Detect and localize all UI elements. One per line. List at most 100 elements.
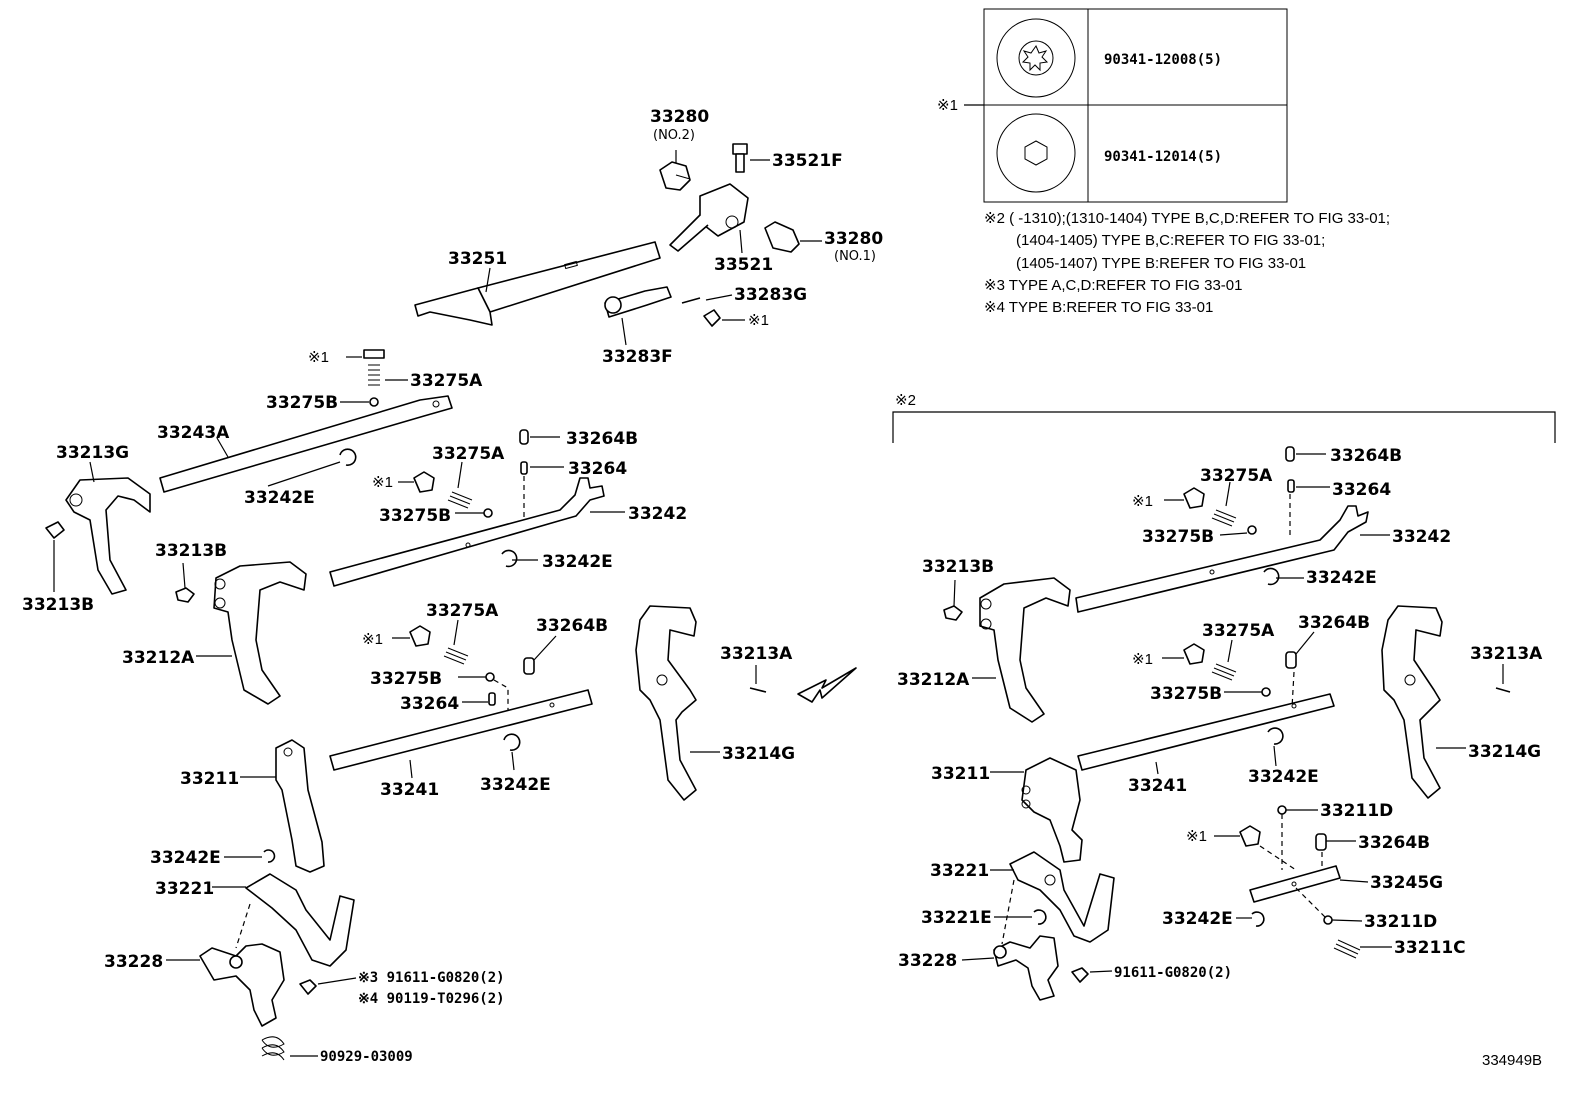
shaft-33242 xyxy=(329,477,625,587)
label-33521f: 33521F xyxy=(772,151,843,171)
r-label-33275a-2: 33275A xyxy=(1202,621,1275,641)
r-ref1-bolt-b xyxy=(1162,643,1205,665)
bolt-reference-table: 90341-12008(5) 90341-12014(5) ※1 xyxy=(937,8,1288,203)
r-label-33213a: 33213A xyxy=(1470,644,1543,664)
r-label-33275b-1: 33275B xyxy=(1142,527,1214,547)
label-33521: 33521 xyxy=(714,255,773,275)
r-label-33221e: 33221E xyxy=(921,908,992,928)
label-33264b-2: 33264B xyxy=(536,616,608,636)
label-note3-part: ※3 91611-G0820(2) xyxy=(358,970,505,986)
label-33212a: 33212A xyxy=(122,648,195,668)
r-label-33211d-1: 33211D xyxy=(1320,801,1393,821)
r-label-33221: 33221 xyxy=(930,861,989,881)
lever-33221 xyxy=(212,873,355,967)
note-line-2: (1404-1405) TYPE B,C:REFER TO FIG 33-01; xyxy=(1016,232,1325,249)
r-shaft-33241 xyxy=(1077,693,1335,775)
left-labels: 33280 (NO.2) 33521F 33280 (NO.1) 33521 3… xyxy=(22,107,883,1065)
plug-33280-no2 xyxy=(659,150,691,191)
pin-33264-1 xyxy=(520,461,528,475)
r-pin-33264-1 xyxy=(1287,479,1295,493)
r-bolt-91611 xyxy=(1071,967,1113,983)
r-pin-33264b-3 xyxy=(1315,833,1327,851)
ball-33275b-2 xyxy=(483,508,493,518)
r-label-ref1-c: ※1 xyxy=(1186,828,1207,845)
r-ball-33275b-2 xyxy=(1261,687,1271,697)
r-ball-33275b-1 xyxy=(1247,525,1257,535)
r-pin-33213a xyxy=(1495,687,1511,693)
label-note4-part: ※4 90119-T0296(2) xyxy=(358,991,505,1007)
hex-bolt-head-icon xyxy=(996,113,1076,193)
label-33283f: 33283F xyxy=(602,347,673,367)
r-ref1-bolt-c xyxy=(1214,825,1261,847)
label-33211: 33211 xyxy=(180,769,239,789)
label-33275b-3: 33275B xyxy=(370,669,442,689)
label-33280-no1: 33280 xyxy=(824,229,883,249)
r-ering-33242e-3 xyxy=(1236,911,1265,927)
r-label-33264-1: 33264 xyxy=(1332,480,1391,500)
shaft-33251 xyxy=(414,241,661,326)
r-label-33211d-2: 33211D xyxy=(1364,912,1437,932)
label-33213b-1: 33213B xyxy=(22,595,94,615)
r-label-33275a-1: 33275A xyxy=(1200,466,1273,486)
ering-33242e-4 xyxy=(224,849,276,863)
r-label-ref1-a: ※1 xyxy=(1132,493,1153,510)
label-33213b-2: 33213B xyxy=(155,541,227,561)
r-shaft-33242 xyxy=(1075,505,1390,613)
fork-33213g xyxy=(65,461,151,595)
r-label-33245g: 33245G xyxy=(1370,873,1443,893)
label-33275a-2: 33275A xyxy=(432,444,505,464)
ref1-bolt-c xyxy=(398,471,435,493)
label-33264-1: 33264 xyxy=(568,459,627,479)
fork-33212a xyxy=(196,561,307,705)
bolt-33213b-1 xyxy=(45,521,65,592)
pin-33283g xyxy=(681,294,733,304)
r-label-33211c: 33211C xyxy=(1394,938,1466,958)
r-label-33212a: 33212A xyxy=(897,670,970,690)
ering-33242e-1 xyxy=(267,448,357,487)
label-33221: 33221 xyxy=(155,879,214,899)
label-33242: 33242 xyxy=(628,504,687,524)
r-shaft-33245g xyxy=(1249,865,1369,903)
label-33214g: 33214G xyxy=(722,744,795,764)
r-label-33214g: 33214G xyxy=(1468,742,1541,762)
ref1-bolt-b xyxy=(346,349,385,359)
lever-33228 xyxy=(166,943,285,1027)
r-lever-33211 xyxy=(990,757,1083,863)
label-33275b-1: 33275B xyxy=(266,393,338,413)
label-33275b-2: 33275B xyxy=(379,506,451,526)
r-lever-33221 xyxy=(990,851,1115,943)
label-33280-no1-sub: (NO.1) xyxy=(834,249,876,264)
label-33242e-3: 33242E xyxy=(480,775,551,795)
table-marker: ※1 xyxy=(937,97,958,114)
note-line-4: ※3 TYPE A,C,D:REFER TO FIG 33-01 xyxy=(984,277,1243,294)
label-ref1-d: ※1 xyxy=(362,631,383,648)
r-label-33264b-1: 33264B xyxy=(1330,446,1402,466)
ref1-bolt-d xyxy=(392,625,431,647)
left-assembly xyxy=(45,143,857,1061)
r-pin-33264b-1 xyxy=(1285,446,1295,462)
r-label-33242e-1: 33242E xyxy=(1306,568,1377,588)
right-assembly xyxy=(943,446,1511,1001)
r-label-33264b-3: 33264B xyxy=(1358,833,1430,853)
fork-33214g xyxy=(635,605,720,801)
label-33241: 33241 xyxy=(380,780,439,800)
r-label-33228: 33228 xyxy=(898,951,957,971)
pin-33283f xyxy=(604,286,672,346)
note-line-5: ※4 TYPE B:REFER TO FIG 33-01 xyxy=(984,299,1213,316)
r-label-ref1-b: ※1 xyxy=(1132,651,1153,668)
note-line-1: ※2 ( -1310);(1310-1404) TYPE B,C,D:REFER… xyxy=(984,210,1390,227)
spring-33275a-3 xyxy=(443,647,469,665)
direction-arrow-icon xyxy=(797,667,857,703)
table-row-1-part-no: 90341-12008(5) xyxy=(1104,52,1222,68)
label-ref1-b: ※1 xyxy=(308,349,329,366)
variant-bracket: ※2 xyxy=(892,392,1556,443)
label-90929: 90929-03009 xyxy=(320,1049,413,1065)
notes-block: ※2 ( -1310);(1310-1404) TYPE B,C,D:REFER… xyxy=(984,210,1390,316)
pin-33264b-2 xyxy=(523,657,535,675)
r-ering-33242e-1 xyxy=(1263,567,1304,586)
r-ball-33211d-1 xyxy=(1277,805,1287,815)
r-spring-33211c xyxy=(1333,939,1361,959)
star-bolt-head-icon xyxy=(996,18,1076,98)
r-label-33242: 33242 xyxy=(1392,527,1451,547)
